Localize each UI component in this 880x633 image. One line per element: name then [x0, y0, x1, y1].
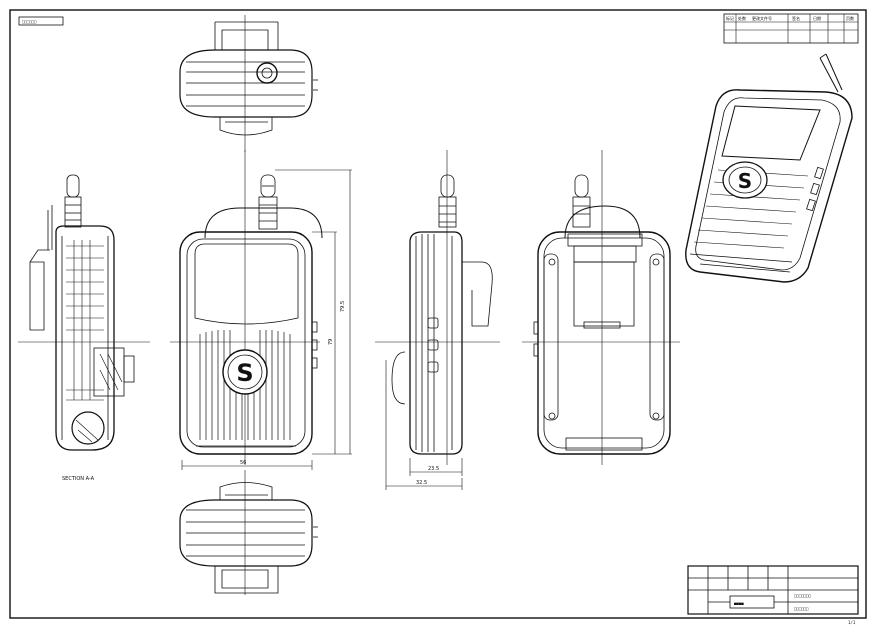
dim-height-front: 79: [328, 339, 334, 345]
back-view: [522, 150, 680, 465]
front-dimensions: [181, 169, 352, 470]
rev-header-count: 处数: [738, 15, 746, 21]
section-view: [18, 174, 150, 451]
logo-s-icon: [222, 349, 268, 395]
drawing-stamp: □□□□□□: [18, 16, 64, 26]
side-view: [375, 150, 500, 490]
front-view: S 79.5 79 56: [170, 150, 352, 470]
title-drawing-title: □□□□□□□: [794, 593, 811, 598]
section-label: SECTION A-A: [62, 476, 95, 482]
dim-height-vertical: 79.5: [340, 301, 346, 312]
bottom-view: [179, 470, 318, 595]
svg-text:S: S: [236, 359, 253, 387]
front-grille: [199, 330, 291, 440]
isometric-view: S: [685, 53, 853, 283]
rev-header-sign: 签名: [792, 15, 800, 21]
page-number: 1/1: [848, 620, 856, 625]
rev-header-mark: 标记: [726, 15, 734, 21]
rev-header-page: 页数: [846, 15, 854, 21]
stamp-label: □□□□□□: [22, 19, 37, 24]
rev-header-date: 日期: [813, 15, 821, 21]
sheet-border: [9, 9, 867, 619]
title-block: [687, 565, 859, 615]
revision-block: 标记 处数 更改文件号 签名 日期 页数: [723, 13, 859, 44]
svg-text:S: S: [738, 169, 752, 193]
rev-header-doc: 更改文件号: [752, 15, 772, 21]
dim-width-front: 56: [240, 460, 246, 466]
dim-side-depth-outer: 32.5: [416, 480, 427, 486]
top-view: [179, 15, 318, 152]
title-drawing-number: □□□□□□: [794, 606, 809, 611]
title-company-logo: ■■■■: [734, 601, 744, 606]
dim-side-depth-inner: 23.5: [428, 466, 439, 472]
